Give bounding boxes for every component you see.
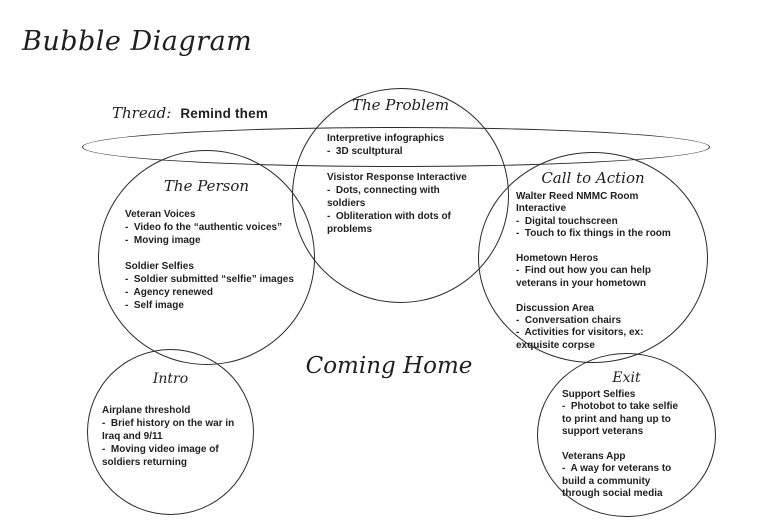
thread-label: Thread: Remind them (112, 104, 268, 123)
exit-bubble-title: Exit (612, 370, 641, 386)
text-line: Soldier Selfies (125, 261, 194, 272)
text-line: - Conversation chairs (516, 315, 622, 327)
intro-bubble-outline (87, 349, 254, 515)
text-line: Walter Reed NMMC Room (516, 191, 639, 202)
problem-bubble-title: The Problem (351, 96, 450, 114)
text-line: support veterans (562, 426, 644, 438)
text-line: Interpretive infographics (327, 133, 445, 144)
text-line: veterans in your hometown (516, 277, 647, 289)
text-line (125, 247, 294, 260)
text-line: - Obliteration with dots of (327, 211, 451, 222)
text-line: Support Selfies (562, 389, 636, 400)
text-line: - Self image (125, 300, 184, 311)
exit-bubble-outline (537, 353, 716, 517)
text-line: - Moving video image of (102, 444, 219, 455)
text-line: Discussion Area (516, 302, 594, 314)
text-line: Veterans App (562, 451, 626, 463)
text-line: soldiers returning (102, 457, 188, 468)
text-line: Hometown Heros (516, 253, 599, 265)
text-line: - Touch to fix things in the room (516, 228, 671, 240)
text-line: - Agency renewed (125, 287, 213, 298)
text-line: Veteran Voices (125, 209, 196, 220)
text-line: to print and hang up to (562, 413, 671, 425)
text-line: - Find out how you can help (516, 265, 651, 277)
page-title: Bubble Diagram (22, 26, 253, 57)
text-line: Iraq and 9/11 (102, 431, 163, 442)
text-line: - Digital touchscreen (516, 215, 618, 227)
text-line: Interactive (516, 203, 567, 215)
thread-label-text: Remind them (180, 106, 269, 121)
text-line: soldiers (327, 198, 366, 209)
text-line: through social media (562, 488, 663, 500)
text-line (327, 158, 467, 171)
text-line (562, 439, 678, 451)
text-line: problems (327, 224, 373, 235)
text-line: - Dots, connecting with (327, 185, 440, 196)
text-line: - Activities for visitors, ex: (516, 327, 644, 339)
text-line: - Photobot to take selfie (562, 401, 679, 413)
text-line: - Moving image (125, 235, 201, 246)
text-line: - Video fo the “authentic voices” (125, 222, 283, 233)
text-line (516, 290, 671, 302)
thread-label-prefix: Thread: (112, 104, 172, 122)
center-label: Coming Home (305, 353, 473, 379)
intro-bubble-text: Airplane threshold - Brief history on the… (102, 404, 234, 469)
problem-bubble-text: Interpretive infographics - 3D scultptura… (327, 132, 467, 236)
call-to-action-bubble-title: Call to Action (541, 169, 645, 187)
text-line: exquisite corpse (516, 339, 595, 351)
text-line: Airplane threshold (102, 405, 191, 416)
text-line: - Soldier submitted “selfie” images (125, 274, 294, 285)
text-line: build a community (562, 475, 651, 487)
intro-bubble-title: Intro (152, 371, 189, 387)
text-line: - 3D scultptural (327, 146, 403, 157)
text-line: - Brief history on the war in (102, 418, 235, 429)
person-bubble-text: Veteran Voices - Video fo the “authentic … (125, 208, 294, 312)
exit-bubble-text: Support Selfies- Photobot to take selfie… (562, 389, 678, 501)
person-bubble-title: The Person (163, 177, 250, 195)
text-line: Visistor Response Interactive (327, 172, 467, 183)
text-line: - A way for veterans to (562, 463, 672, 475)
text-line (516, 241, 671, 253)
